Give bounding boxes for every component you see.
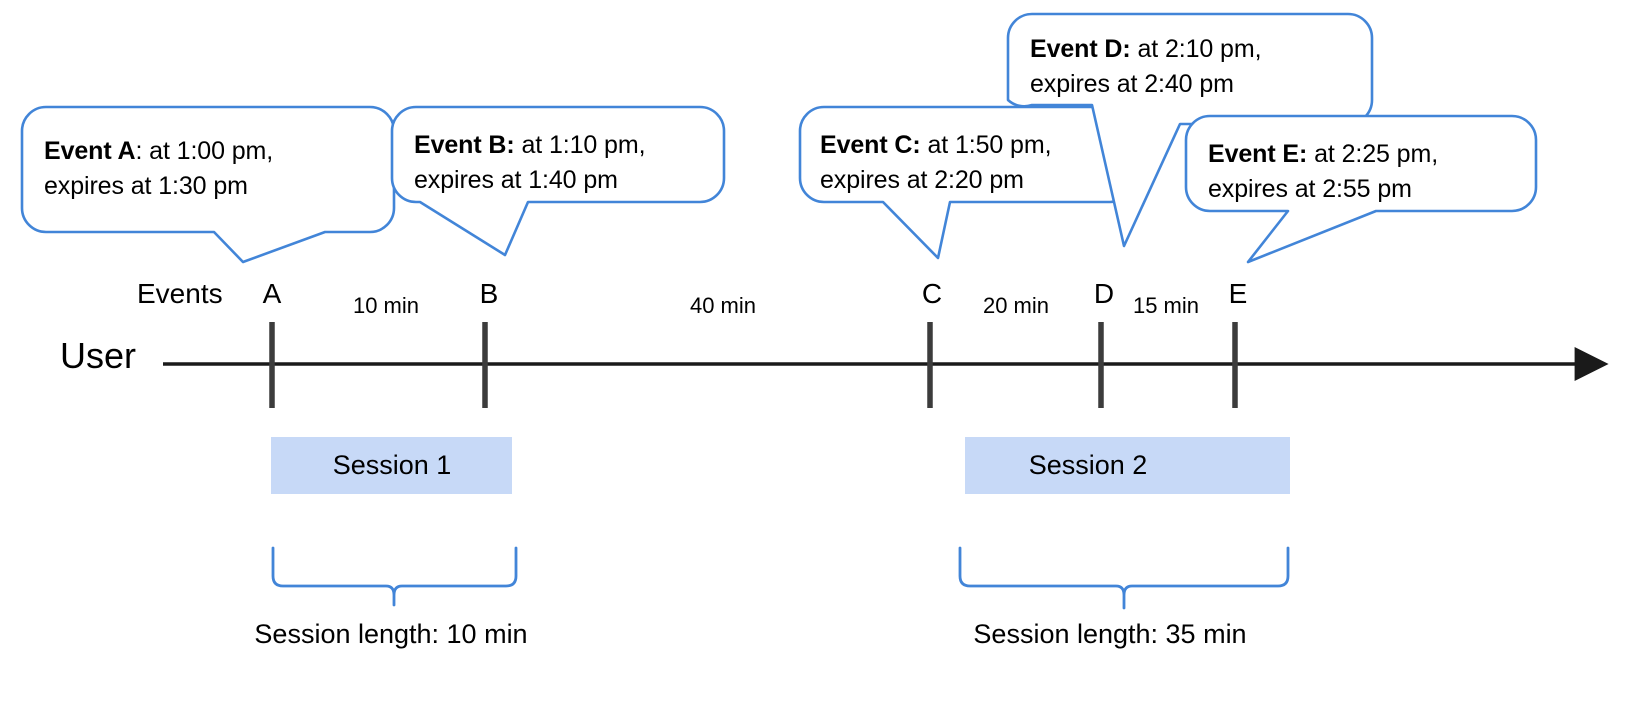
callout-b-line-1-rest: at 1:10 pm,	[514, 131, 646, 159]
session-1-block[interactable]	[271, 437, 512, 494]
callout-d-line-1-rest: at 2:10 pm,	[1130, 35, 1262, 63]
callout-bubble-event-b[interactable]	[390, 105, 726, 257]
events-row-label: Events	[137, 278, 223, 309]
callout-e-line-1: Event E: at 2:25 pm,	[1208, 137, 1438, 172]
callout-d-line-1: Event D: at 2:10 pm,	[1030, 32, 1262, 67]
callout-text-event-d: Event D: at 2:10 pm, expires at 2:40 pm	[1030, 32, 1262, 102]
callout-c-line-2: expires at 2:20 pm	[820, 166, 1024, 194]
axis-label-user: User	[60, 335, 137, 376]
callout-text-event-e: Event E: at 2:25 pm, expires at 2:55 pm	[1208, 137, 1438, 207]
callout-e-shape	[1184, 114, 1538, 264]
marker-label-e: E	[1228, 278, 1248, 309]
callout-b-line-2: expires at 1:40 pm	[414, 166, 618, 194]
gap-label-a-b: 10 min	[352, 293, 420, 318]
session-1-brace	[271, 546, 518, 607]
callout-a-shape	[20, 105, 396, 264]
session-2-block[interactable]	[965, 437, 1290, 494]
callout-c-line-1: Event C: at 1:50 pm,	[820, 128, 1052, 163]
callout-c-line-1-rest: at 1:50 pm,	[920, 131, 1052, 159]
callout-c-event-name: Event C:	[820, 131, 921, 159]
callout-e-line-1-rest: at 2:25 pm,	[1307, 140, 1439, 168]
session-1-label: Session 1	[332, 450, 452, 480]
callout-a-line-2: expires at 1:30 pm	[44, 172, 248, 200]
marker-label-c: C	[921, 278, 943, 309]
marker-label-d: D	[1093, 278, 1115, 309]
marker-label-a: A	[262, 278, 282, 309]
callout-d-line-2: expires at 2:40 pm	[1030, 70, 1234, 98]
session-2-label: Session 2	[1028, 450, 1148, 480]
callout-a-line-1-rest: at 1:00 pm,	[142, 137, 274, 165]
callout-a-line-1: Event A: at 1:00 pm,	[44, 134, 273, 169]
callout-text-event-c: Event C: at 1:50 pm, expires at 2:20 pm	[820, 128, 1052, 198]
callout-e-event-name: Event E:	[1208, 140, 1308, 168]
callout-bubble-event-d[interactable]	[1006, 12, 1374, 248]
callout-d-event-name: Event D:	[1030, 35, 1131, 63]
callout-e-line-2: expires at 2:55 pm	[1208, 175, 1412, 203]
session-2-length-label: Session length: 35 min	[973, 619, 1247, 649]
gap-label-d-e: 15 min	[1132, 293, 1200, 318]
callout-bubble-event-e[interactable]	[1184, 114, 1538, 264]
session-2-brace	[958, 546, 1290, 610]
callout-b-line-1: Event B: at 1:10 pm,	[414, 128, 646, 163]
gap-label-b-c: 40 min	[689, 293, 757, 318]
callout-d-shape	[1006, 12, 1374, 248]
callout-a-separator: :	[135, 137, 143, 165]
callout-text-event-b: Event B: at 1:10 pm, expires at 1:40 pm	[414, 128, 646, 198]
gap-label-c-d: 20 min	[982, 293, 1050, 318]
callout-text-event-a: Event A: at 1:00 pm, expires at 1:30 pm	[44, 134, 273, 204]
marker-label-b: B	[479, 278, 499, 309]
callout-b-event-name: Event B:	[414, 131, 515, 159]
callout-a-event-name: Event A	[44, 137, 136, 165]
session-1-length-label: Session length: 10 min	[254, 619, 528, 649]
callout-b-shape	[390, 105, 726, 257]
callout-bubble-event-a[interactable]	[20, 105, 396, 264]
